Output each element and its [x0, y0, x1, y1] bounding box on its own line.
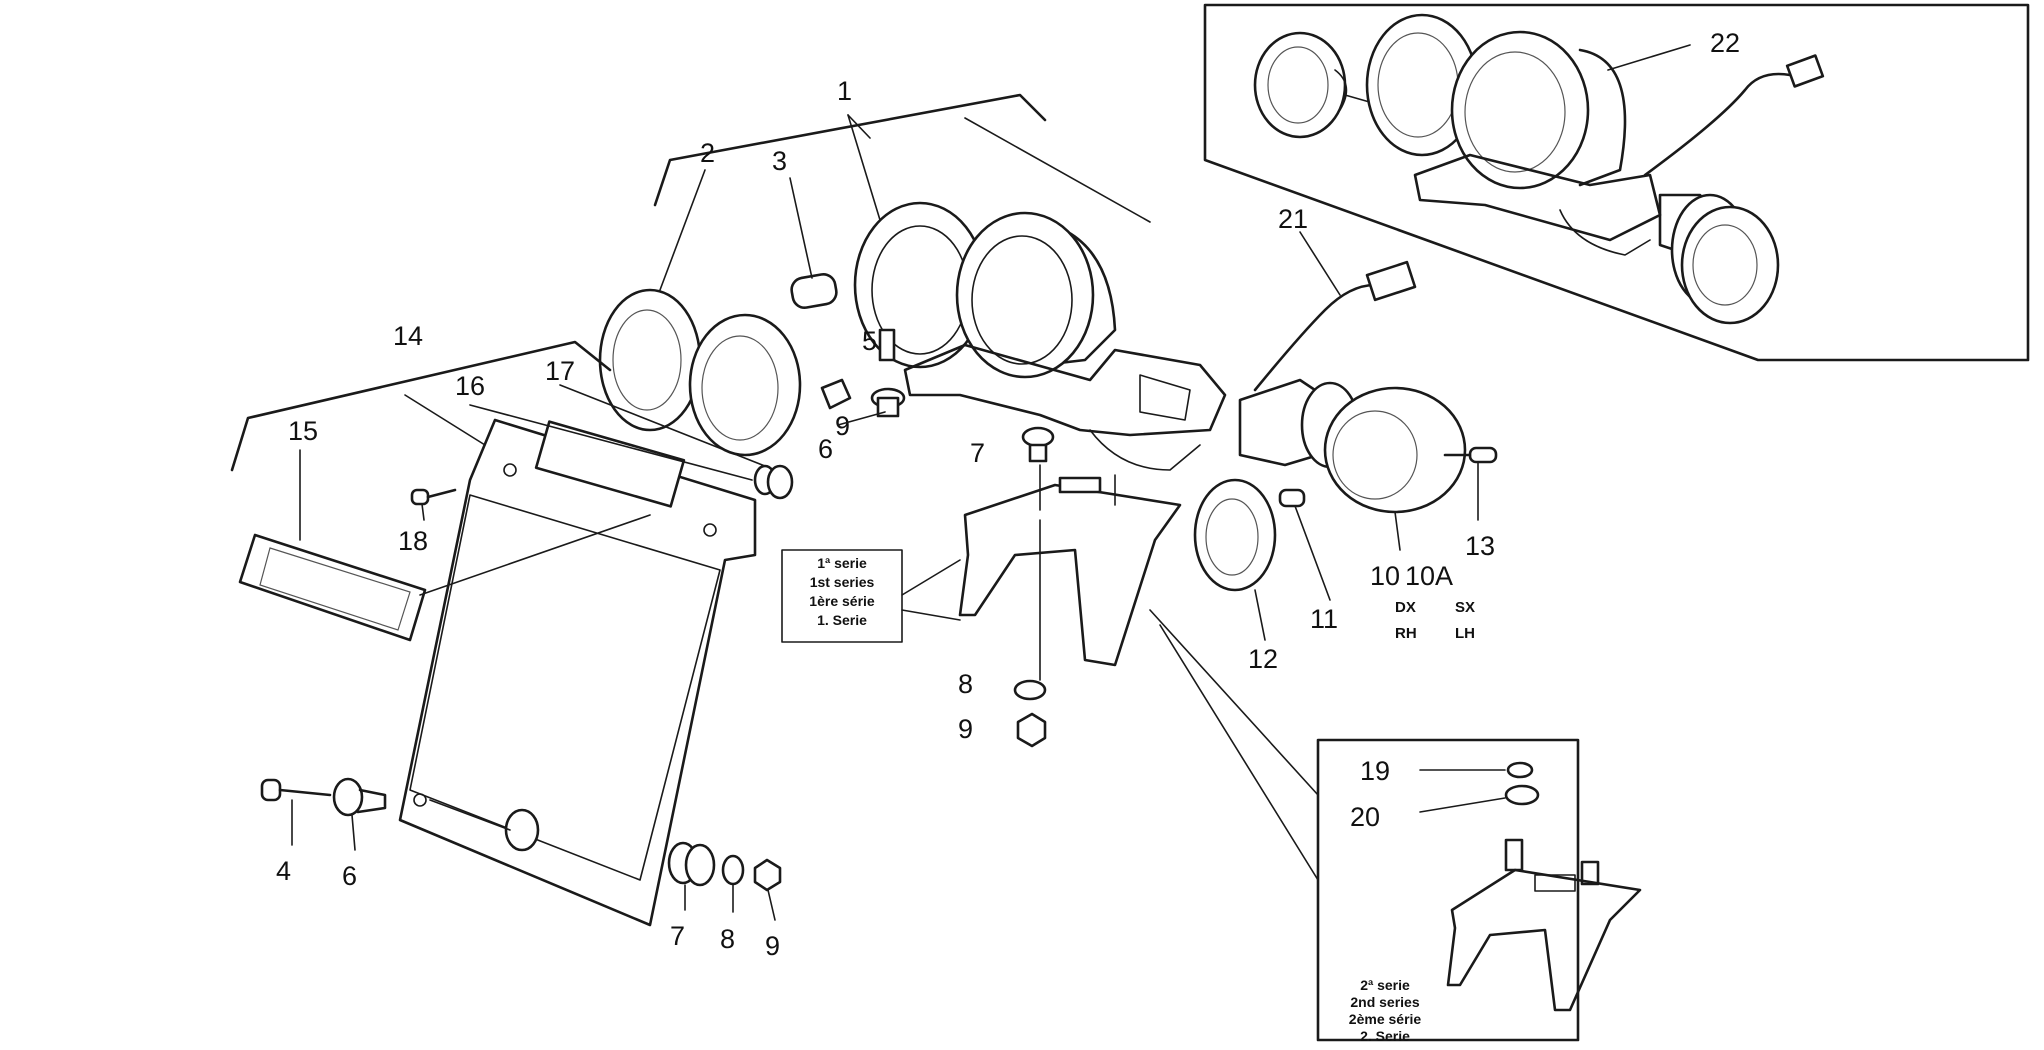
side-lh: LH — [1455, 625, 1475, 642]
callout-17: 17 — [545, 356, 575, 386]
callout-6b: 6 — [342, 861, 357, 891]
callout-21: 21 — [1278, 204, 1308, 234]
callout-10a: 10A — [1405, 561, 1453, 591]
callout-8a: 8 — [958, 669, 973, 699]
inset-panel-22: 22 — [1203, 3, 2030, 362]
callout-22: 22 — [1710, 28, 1740, 58]
side-dx: DX — [1395, 599, 1416, 616]
callout-7a: 7 — [970, 438, 985, 468]
series-second-line2: 2nd series — [1350, 994, 1419, 1010]
bulb: 3 — [772, 146, 838, 309]
callout-10: 10 — [1370, 561, 1400, 591]
callout-11: 11 — [1310, 604, 1338, 634]
support-bracket-first-series: 7 8 9 1ª serie 1st series 1ère série 1. … — [781, 426, 1182, 748]
callout-18: 18 — [398, 526, 428, 556]
callout-9a: 9 — [835, 411, 850, 441]
series-first-line4: 1. Serie — [817, 612, 867, 628]
license-plate-holder: 14 15 16 17 18 4 6 — [230, 321, 794, 961]
tail-light-housing: 5 9 6 — [818, 201, 1227, 471]
group-1-bracket: 1 — [653, 76, 1151, 223]
series-second-line3: 2ème série — [1349, 1011, 1422, 1027]
callout-9c: 9 — [765, 931, 780, 961]
callout-6a: 6 — [818, 434, 833, 464]
callout-7b: 7 — [670, 921, 685, 951]
callout-15: 15 — [288, 416, 318, 446]
series-second-line1: 2ª serie — [1360, 977, 1410, 993]
callout-12: 12 — [1248, 644, 1278, 674]
callout-4: 4 — [276, 856, 291, 886]
callout-2: 2 — [700, 138, 715, 168]
callout-13: 13 — [1465, 531, 1495, 561]
callout-14: 14 — [393, 321, 423, 351]
turn-signals: 21 11 12 13 10 10A DX SX RH LH — [1193, 204, 1498, 674]
inset-second-series: 19 20 2ª serie 2nd series 2ème série 2. … — [1149, 609, 1642, 1044]
callout-8b: 8 — [720, 924, 735, 954]
callout-9b: 9 — [958, 714, 973, 744]
callout-1: 1 — [837, 76, 852, 106]
callout-5: 5 — [862, 326, 877, 356]
callout-20: 20 — [1350, 802, 1380, 832]
callout-16: 16 — [455, 371, 485, 401]
tail-light-lenses: 2 — [598, 138, 802, 457]
side-sx: SX — [1455, 599, 1475, 616]
series-first-line2: 1st series — [810, 574, 875, 590]
callout-3: 3 — [772, 146, 787, 176]
series-first-line3: 1ère série — [809, 593, 875, 609]
callout-19: 19 — [1360, 756, 1390, 786]
series-second-line4: 2. Serie — [1360, 1028, 1410, 1044]
series-first-line1: 1ª serie — [817, 555, 867, 571]
side-rh: RH — [1395, 625, 1417, 642]
